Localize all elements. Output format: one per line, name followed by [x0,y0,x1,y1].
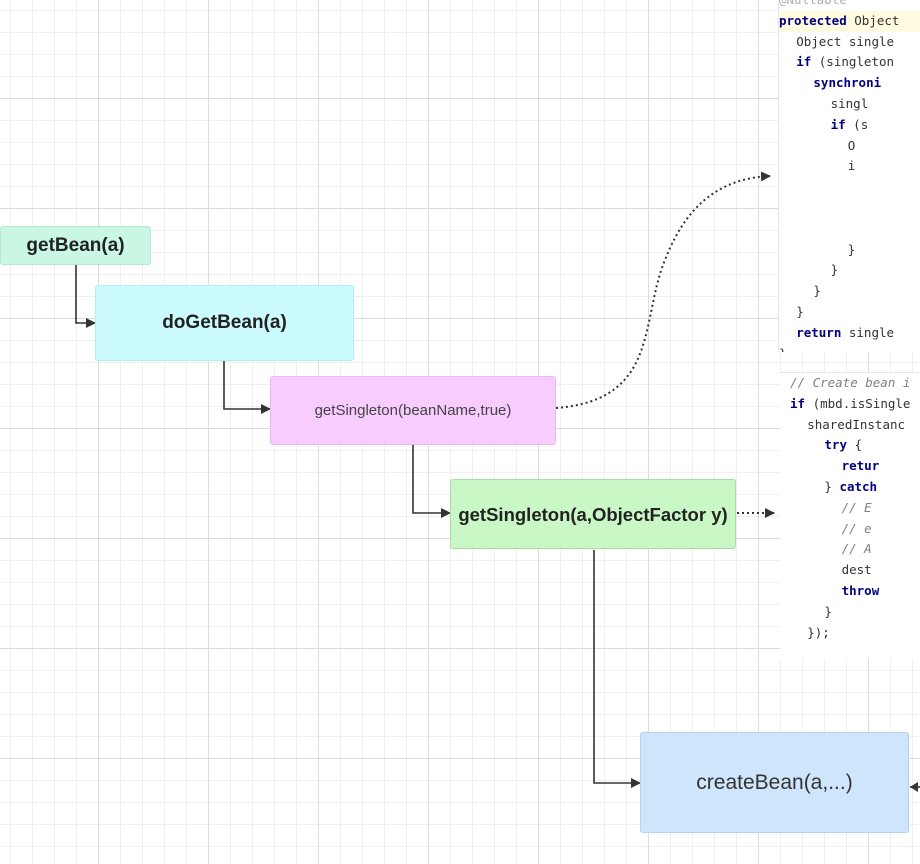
code-line: singl [830,95,869,111]
node-getsingleton-beanname-true-label: getSingleton(beanName,true) [314,402,512,419]
incoming-arrowhead-createbean [910,782,918,792]
code-line: } [824,603,832,619]
code-line: try { [824,437,863,453]
code-line: throw [841,582,880,598]
code-line: synchroni [813,75,882,91]
code-line: // E [841,499,872,515]
code-line: } [796,303,804,319]
node-createbean-label: createBean(a,...) [696,770,853,794]
node-getsingleton-objectfactory[interactable]: getSingleton(a,ObjectFactor y) [450,479,736,549]
code-line: O [847,137,856,153]
edge-getsingleton-factory-createbean [593,550,641,788]
code-line: if (mbd.isSingle [790,395,911,411]
code-line: // e [841,520,872,536]
code-line: return single [796,324,895,340]
dotted-edge-to-code-1 [555,171,771,409]
code-line: Object single [796,33,895,49]
code-line: i [847,158,856,174]
edge-getbean-dogetbean [75,265,96,328]
node-getbean-label: getBean(a) [26,234,125,256]
edge-getsingleton-getsingleton-factory [412,445,451,518]
code-line: if (singleton [796,54,895,70]
code-line: }); [807,624,830,640]
code-line [779,198,920,219]
code-line: } [813,283,821,299]
code-line: retur [841,458,880,474]
node-createbean[interactable]: createBean(a,...) [640,732,909,833]
edge-dogetbean-getsingleton [223,361,271,414]
code-line: sharedInstanc [807,416,906,432]
code-line: if (s [830,116,869,132]
code-line: @Nullable [779,0,920,11]
code-snippet-getsingleton: @Nullableprotected Object Object single i… [778,0,920,352]
code-line: protected Object [779,10,920,32]
code-line: } [830,262,839,278]
code-line [779,219,920,240]
code-line: // A [841,541,872,557]
code-line: // Create bean i [790,375,911,390]
node-getsingleton-objectfactory-label: getSingleton(a,ObjectFactor y) [458,503,728,525]
node-dogetbean[interactable]: doGetBean(a) [95,285,354,361]
node-dogetbean-label: doGetBean(a) [162,312,287,333]
code-line [779,177,920,198]
code-line: } [779,344,920,352]
code-line: dest [841,562,872,578]
node-getbean[interactable]: getBean(a) [0,226,151,265]
code-line: } catch [824,478,878,494]
node-getsingleton-beanname-true[interactable]: getSingleton(beanName,true) [270,376,556,445]
code-snippet-create-bean: // Create bean i if (mbd.isSingle sharedIn… [780,372,920,659]
code-line: } [847,241,856,257]
